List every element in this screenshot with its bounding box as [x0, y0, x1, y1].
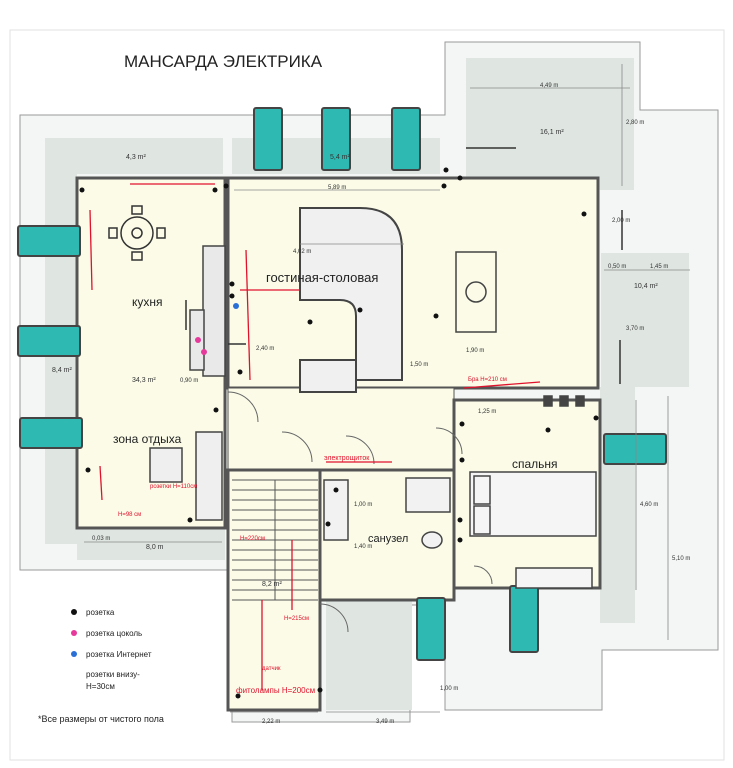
bed	[469, 471, 597, 589]
dim-gap-050: 0,50 m	[608, 264, 626, 270]
legend-label-internet: розетка Интернет	[86, 650, 152, 659]
dim-bath-w: 3,49 m	[376, 719, 394, 725]
room-label-bedroom: спальня	[512, 457, 558, 471]
dim-bed-h: 4,60 m	[640, 502, 658, 508]
legend-label-plinth: розетка цоколь	[86, 629, 142, 638]
page-title: МАНСАРДА ЭЛЕКТРИКА	[124, 52, 323, 71]
armchair	[149, 431, 223, 521]
dim-v-190: 1,90 m	[466, 348, 484, 354]
dim-terrace-height: 2,80 m	[626, 120, 644, 126]
area-left: 8,4 m²	[52, 367, 73, 374]
dim-total-h: 5,10 m	[672, 556, 690, 562]
dim-gap-003: 0,03 m	[92, 536, 110, 542]
area-right: 10,4 m²	[634, 283, 658, 290]
area-top-left: 4,3 m²	[126, 154, 147, 161]
note-h215: H=215см	[284, 616, 309, 622]
socket-plinth-markers	[195, 337, 207, 355]
staircase	[232, 479, 318, 601]
door-arcs	[227, 391, 493, 633]
legend-low-line1: розетки внизу-	[86, 670, 140, 679]
dim-v-150: 1,50 m	[410, 362, 428, 368]
legend-dot-internet	[71, 651, 77, 657]
note-grow-lamps: фитолампы H=200см	[236, 686, 315, 695]
note-sensor: датчик	[262, 666, 281, 672]
dimension-lines	[84, 64, 690, 713]
dim-v-200: 2,00 m	[612, 218, 630, 224]
sofa	[299, 207, 403, 393]
area-terrace: 16,1 m²	[540, 129, 564, 136]
dim-window-h: 1,00 m	[440, 686, 458, 692]
hall	[227, 387, 455, 471]
dim-v-100: 1,00 m	[354, 502, 372, 508]
dining-table	[108, 205, 166, 261]
note-sockets-bed: розетки H=110см	[150, 484, 197, 490]
dim-right-w: 1,45 m	[650, 264, 668, 270]
dim-living-width: 5,89 m	[328, 185, 346, 191]
dim-sofa-width: 4,02 m	[293, 249, 311, 255]
dim-terrace-width: 4,49 m	[540, 83, 558, 89]
dim-v-090: 0,90 m	[180, 378, 198, 384]
legend: розетка розетка цоколь розетка Интернет …	[71, 608, 152, 691]
dim-right-h: 3,70 m	[626, 326, 644, 332]
legend-label-socket: розетка	[86, 608, 115, 617]
dim-v-240: 2,40 m	[256, 346, 274, 352]
annotation-lines	[89, 183, 541, 690]
dim-small-125: 1,25 m	[478, 409, 496, 415]
area-top-mid: 5,4 m²	[330, 154, 351, 161]
legend-dot-socket	[71, 609, 77, 615]
bathroom-fixtures	[323, 477, 451, 549]
room-label-living: гостиная-столовая	[266, 270, 378, 285]
area-stairs: 8,2 m²	[262, 581, 283, 588]
room-label-bathroom: санузел	[368, 533, 408, 545]
windows	[17, 107, 667, 661]
legend-low-line2: H=30см	[86, 682, 115, 691]
note-h-kitchen: H=98 см	[118, 512, 141, 518]
wire-lines	[185, 147, 623, 384]
room-label-kitchen: кухня	[132, 295, 163, 309]
socket-internet-markers	[233, 303, 239, 309]
footnote: *Все размеры от чистого пола	[38, 714, 164, 724]
living-table	[455, 251, 585, 407]
sockets	[79, 167, 599, 699]
dim-stairs-w: 2,22 m	[262, 719, 280, 725]
area-kitchen: 34,3 m²	[132, 377, 156, 384]
room-label-rest: зона отдыха	[113, 432, 182, 446]
note-sconce: Бра H=210 см	[468, 377, 507, 383]
note-electric-panel: электрощиток	[324, 455, 370, 462]
living-room	[226, 176, 600, 390]
dim-v-140: 1,40 m	[354, 544, 372, 550]
note-h220: H=220см	[240, 536, 265, 542]
dim-bottom-left: 8,0 m	[146, 544, 164, 551]
kitchen-counter	[189, 245, 226, 377]
legend-dot-plinth	[71, 630, 77, 636]
